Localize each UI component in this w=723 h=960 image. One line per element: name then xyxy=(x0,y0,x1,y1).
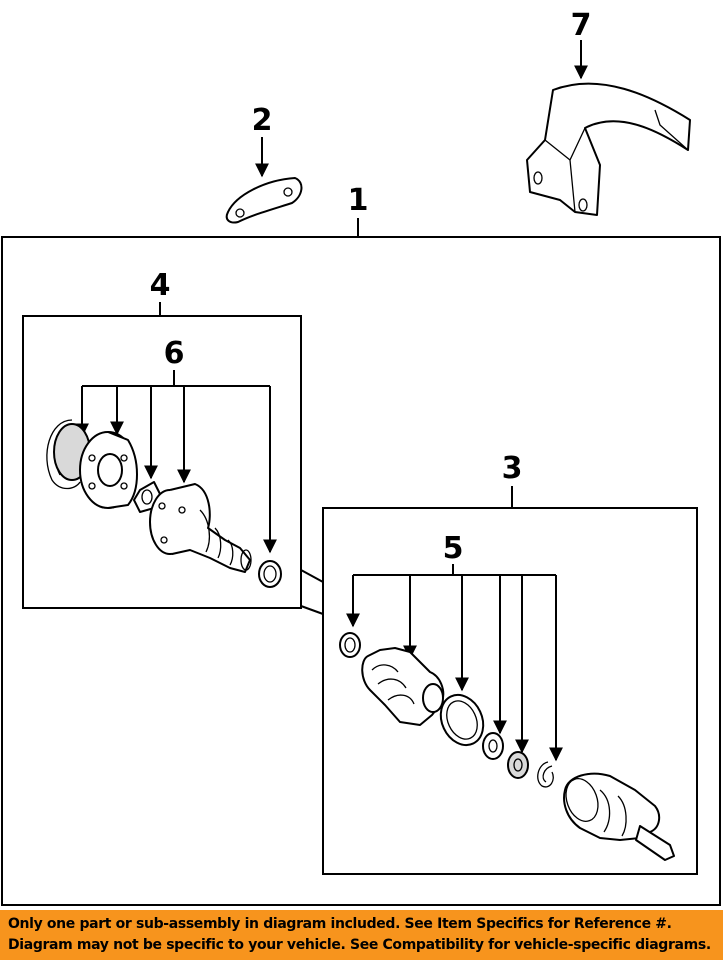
box-connector xyxy=(300,569,324,615)
assembly-frame xyxy=(1,236,721,906)
outer-boot-part xyxy=(149,483,252,573)
disclaimer-banner: Only one part or sub-assembly in diagram… xyxy=(0,910,723,960)
large-clamp-part xyxy=(439,693,485,747)
boot-clamp-small-part xyxy=(258,560,282,588)
leader-6 xyxy=(75,370,277,554)
callout-5: 5 xyxy=(443,531,464,566)
heat-shield-part xyxy=(526,82,691,216)
parts-diagram: 7 2 1 4 6 xyxy=(1,8,721,906)
disclaimer-line-1: Only one part or sub-assembly in diagram… xyxy=(8,916,672,932)
inner-joint-housing-part xyxy=(563,772,675,861)
callout-6: 6 xyxy=(164,336,185,371)
leader-5 xyxy=(346,564,563,762)
bracket-part xyxy=(225,177,303,224)
inner-boot-part xyxy=(361,647,445,726)
boot-clamp-part xyxy=(339,632,361,658)
snap-ring-part xyxy=(537,761,554,788)
callout-3: 3 xyxy=(502,451,523,486)
inner-joint-box xyxy=(322,507,698,875)
disclaimer-line-2: Diagram may not be specific to your vehi… xyxy=(8,937,711,953)
spacer-part xyxy=(507,751,529,779)
callout-7: 7 xyxy=(571,8,592,43)
callout-1: 1 xyxy=(348,183,369,218)
joint-flange-part xyxy=(53,423,138,509)
outer-joint-box xyxy=(22,315,302,609)
washer-part xyxy=(482,732,504,760)
callout-4: 4 xyxy=(150,268,171,303)
callout-2: 2 xyxy=(252,103,273,138)
